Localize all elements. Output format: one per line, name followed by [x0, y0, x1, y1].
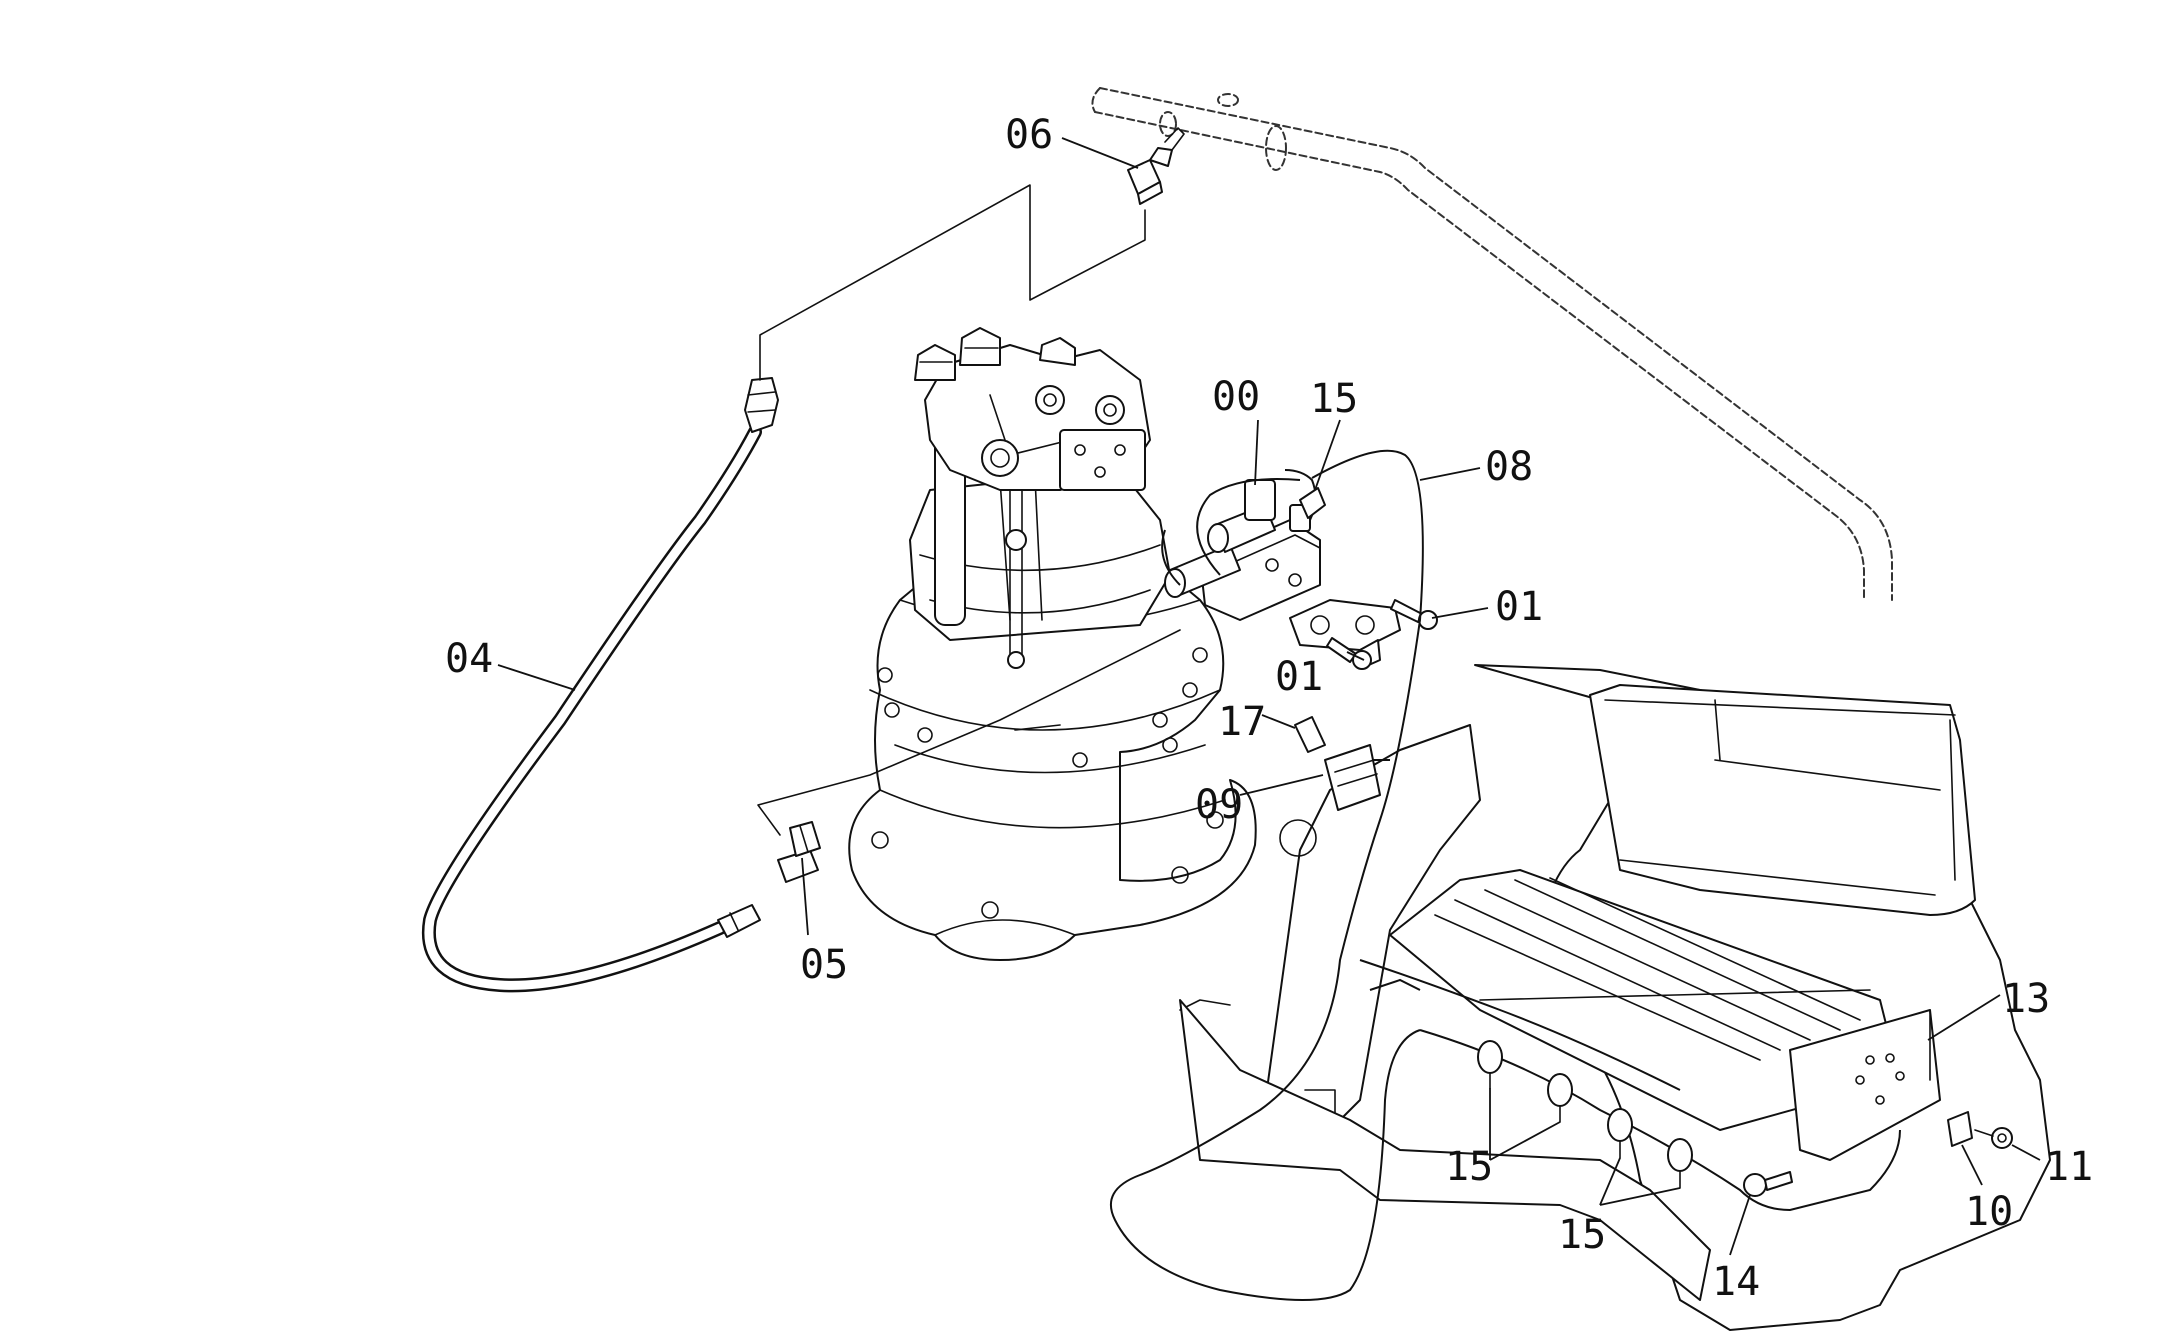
mounting-plate [1289, 599, 1401, 669]
label-11: 11 [2045, 1144, 2093, 1190]
clamp-set [1299, 487, 1693, 1189]
connector [1324, 744, 1381, 811]
label-04: 04 [445, 636, 493, 682]
callout-labels: 06 00 15 08 01 01 17 09 04 05 13 11 10 1… [445, 112, 2093, 1305]
nut [1974, 1127, 2013, 1149]
cab-floor-base [1179, 664, 2051, 1331]
label-01-left: 01 [1275, 654, 1323, 700]
solenoid-valve [1161, 469, 1321, 621]
pressure-switch [1127, 127, 1185, 205]
leader-lines [497, 137, 2041, 1256]
bolt [1743, 1171, 1793, 1197]
label-13: 13 [2002, 976, 2050, 1022]
label-08: 08 [1485, 444, 1533, 490]
hose-routing-lines [757, 184, 1181, 836]
label-15-low: 15 [1558, 1212, 1606, 1258]
swing-motor-assembly [848, 327, 1257, 961]
label-00: 00 [1212, 374, 1260, 420]
bolt-upper [1390, 599, 1438, 630]
label-15-mid: 15 [1445, 1144, 1493, 1190]
label-10: 10 [1965, 1189, 2013, 1235]
label-14: 14 [1712, 1259, 1760, 1305]
label-09: 09 [1195, 782, 1243, 828]
label-01-right: 01 [1495, 584, 1543, 630]
hydraulic-hose [421, 377, 779, 993]
relay [1947, 1111, 1973, 1147]
label-06: 06 [1005, 112, 1053, 158]
label-05: 05 [800, 942, 848, 988]
bolt-lower [1326, 637, 1372, 670]
tag-label [1294, 716, 1326, 753]
elbow-fitting [777, 821, 821, 883]
frame-pipe-outline [1091, 87, 1893, 601]
wiring-harness [1110, 449, 1901, 1301]
label-15-top: 15 [1310, 376, 1358, 422]
label-17: 17 [1218, 699, 1266, 745]
